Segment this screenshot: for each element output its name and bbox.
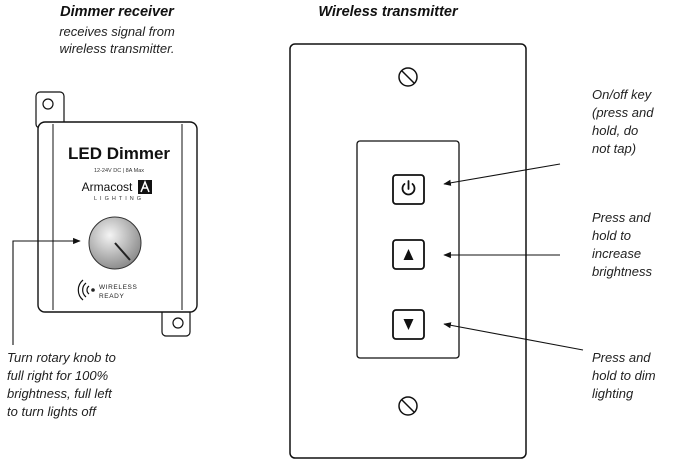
knob-note: Turn rotary knob to full right for 100% … [7, 350, 116, 419]
mounting-hole-top-icon [42, 98, 54, 110]
decrease-key-label-line-3: lighting [592, 386, 634, 401]
increase-key-label-line-4: brightness [592, 264, 652, 279]
power-key[interactable] [392, 174, 425, 205]
receiver-brand-sub: LIGHTING [94, 196, 144, 202]
power-key-label-line-4: not tap) [592, 141, 636, 156]
receiver-brand: Armacost [82, 180, 133, 194]
wireless-badge-line-2: READY [99, 293, 124, 300]
power-icon [401, 180, 416, 196]
increase-key[interactable] [392, 239, 425, 270]
decrease-key-label: Press and hold to dim lighting [592, 350, 656, 401]
power-key-label-line-2: (press and [592, 105, 654, 120]
armacost-logo [138, 179, 152, 194]
knob-note-line-3: brightness, full left [7, 386, 113, 401]
mounting-hole-bottom-icon [172, 317, 184, 329]
triangle-down-icon [403, 319, 414, 330]
screw-slot-icon [398, 396, 418, 416]
decrease-key-arrow [443, 322, 584, 351]
increase-key-label-line-3: increase [592, 246, 641, 261]
decrease-key-label-line-1: Press and [592, 350, 651, 365]
receiver-caption-line-2: wireless transmitter. [59, 41, 174, 56]
knob-note-line-2: full right for 100% [7, 368, 108, 383]
power-key-arrow [443, 163, 561, 186]
knob-note-line-1: Turn rotary knob to [7, 350, 116, 365]
power-key-label: On/off key (press and hold, do not tap) [592, 87, 654, 156]
transmitter-heading: Wireless transmitter [318, 4, 459, 20]
wireless-signal-icon [77, 279, 95, 301]
power-key-label-line-1: On/off key [592, 87, 653, 102]
dimmer-receiver: LED Dimmer 12-24V DC | 8A Max Armacost L… [35, 91, 198, 337]
increase-key-label: Press and hold to increase brightness [592, 210, 652, 279]
decrease-key[interactable] [392, 309, 425, 340]
power-key-label-line-3: hold, do [592, 123, 638, 138]
receiver-caption-line-1: receives signal from [59, 24, 175, 39]
receiver-title: LED Dimmer [68, 144, 170, 163]
wireless-transmitter [289, 43, 527, 459]
receiver-spec: 12-24V DC | 8A Max [94, 168, 144, 174]
decrease-key-label-line-2: hold to dim [592, 368, 656, 383]
knob-leader-arrow [12, 237, 81, 345]
wireless-badge-line-1: WIRELESS [99, 284, 137, 291]
increase-key-label-line-2: hold to [592, 228, 631, 243]
triangle-up-icon [403, 249, 414, 260]
knob-pointer [114, 242, 131, 261]
increase-key-label-line-1: Press and [592, 210, 651, 225]
screw-slot-icon [398, 67, 418, 87]
knob-note-line-4: to turn lights off [7, 404, 97, 419]
rotary-knob[interactable] [88, 216, 142, 270]
receiver-heading: Dimmer receiver [60, 4, 175, 20]
